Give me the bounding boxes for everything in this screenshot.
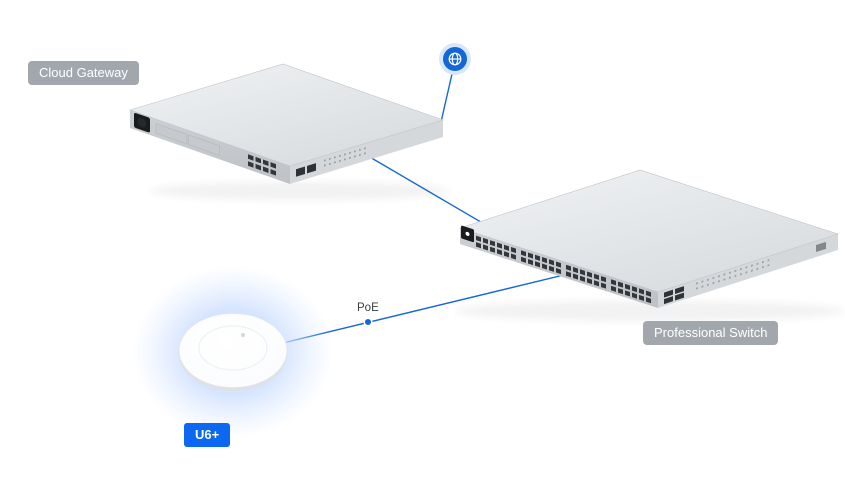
gateway-right-face — [290, 120, 443, 184]
switch-front-face — [460, 228, 658, 308]
switch-console-port — [816, 241, 826, 253]
switch-sfp-port — [675, 286, 684, 295]
u6-plus-label: U6+ — [184, 423, 231, 447]
switch-sfp-port — [675, 292, 684, 301]
cloud-gateway-label: Cloud Gateway — [28, 61, 139, 85]
switch-right-face — [658, 234, 838, 308]
gateway-top-face — [129, 63, 444, 167]
u6-access-point-device — [133, 266, 333, 438]
switch-power-led — [465, 231, 470, 237]
link-internet-gateway — [440, 73, 453, 123]
gateway-drive-tray — [188, 134, 220, 156]
gateway-drive-tray — [155, 123, 188, 145]
globe-glyph — [448, 52, 462, 66]
professional-switch-device — [455, 169, 845, 321]
gateway-sfp-port — [296, 166, 305, 177]
ap-disc — [178, 313, 288, 388]
poe-indicator-dot — [363, 317, 373, 327]
ap-status-dot — [241, 333, 245, 337]
switch-sfp-port — [664, 296, 673, 305]
gateway-shadow — [150, 182, 450, 200]
ap-dome-edge — [198, 325, 268, 371]
switch-shadow — [455, 301, 845, 321]
gateway-display-screen — [137, 117, 147, 128]
gateway-vents — [324, 147, 366, 167]
cloud-gateway-device — [129, 63, 450, 200]
internet-globe-icon — [439, 43, 471, 75]
switch-port-cluster — [476, 235, 651, 304]
poe-link-label: PoE — [357, 302, 379, 314]
gateway-sfp-port — [307, 163, 316, 174]
switch-sfp-port — [664, 289, 673, 298]
gateway-port-cluster — [248, 154, 276, 176]
professional-switch-label: Professional Switch — [643, 321, 779, 345]
switch-top-face — [459, 169, 839, 293]
switch-vents — [696, 259, 770, 290]
